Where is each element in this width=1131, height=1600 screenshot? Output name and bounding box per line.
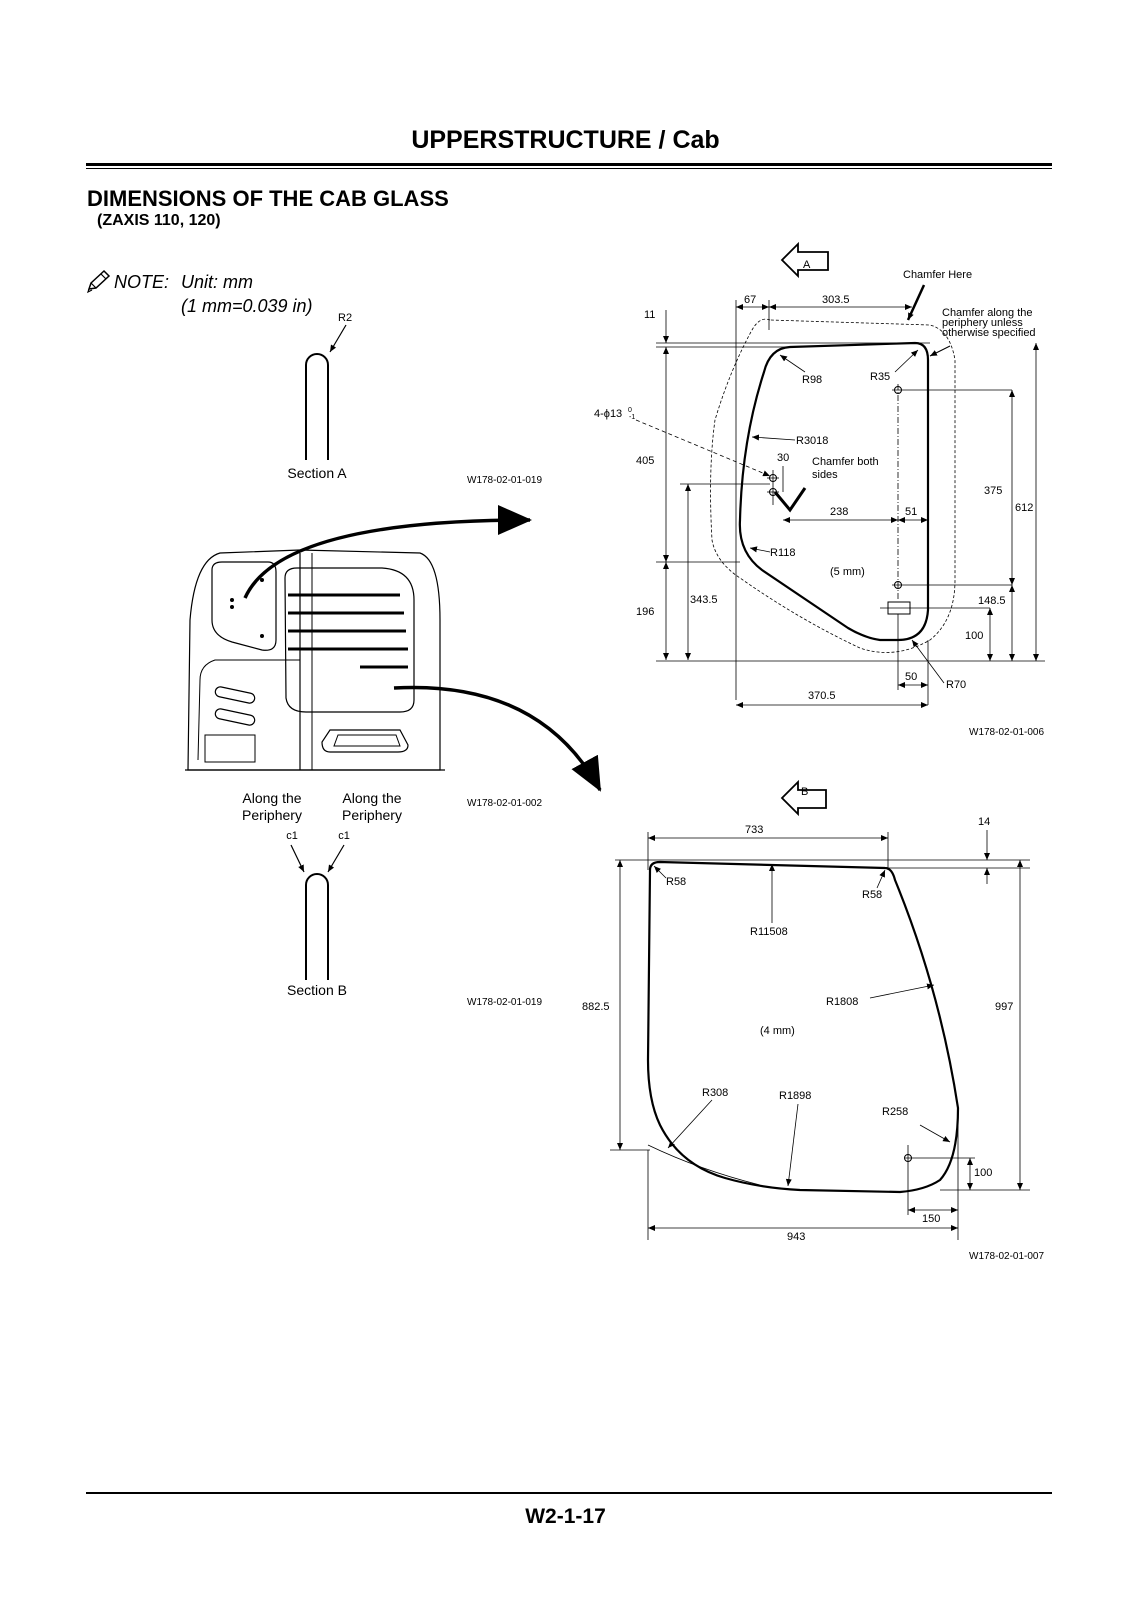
glass-a-code: W178-02-01-006 xyxy=(969,727,1044,738)
page-number: W2-1-17 xyxy=(525,1505,606,1528)
cab-overview-code: W178-02-01-002 xyxy=(467,798,542,809)
glass-a-dim-11: 11 xyxy=(644,309,655,321)
section-a-profile: R2 Section A W178-02-01-019 xyxy=(287,312,542,486)
arrow-to-glass-b xyxy=(393,685,602,792)
chamfer-both-2: sides xyxy=(812,469,838,481)
glass-b-dim-100: 100 xyxy=(974,1167,992,1179)
glass-b-dim-14: 14 xyxy=(978,816,990,828)
glass-b-dim-882-5: 882.5 xyxy=(582,1001,610,1013)
glass-a-dim-148-5: 148.5 xyxy=(978,595,1006,607)
glass-a-r3018: R3018 xyxy=(796,435,828,447)
glass-b-r58-right: R58 xyxy=(862,889,882,901)
periphery-right-line2: Periphery xyxy=(342,807,402,823)
glass-b-r11508: R11508 xyxy=(750,926,788,938)
glass-a-r118: R118 xyxy=(770,547,795,559)
section-b-caption: Section B xyxy=(287,982,347,998)
section-b-c1-left: c1 xyxy=(286,830,298,842)
header-rule-thick xyxy=(86,163,1052,166)
arrow-to-glass-a xyxy=(243,505,532,599)
glass-a-dim-375: 375 xyxy=(984,485,1002,497)
glass-b-r258: R258 xyxy=(882,1106,908,1118)
section-a-code: W178-02-01-019 xyxy=(467,475,542,486)
pencil-icon xyxy=(86,268,114,294)
glass-a-r98: R98 xyxy=(802,374,822,386)
glass-a-dim-30: 30 xyxy=(777,452,789,464)
note-label: NOTE: xyxy=(114,272,170,292)
chamfer-note-3: otherwise specified xyxy=(942,327,1036,339)
chamfer-note-1: Chamfer along the xyxy=(942,307,1033,319)
glass-a-hole-tol-lower: -1 xyxy=(629,414,635,421)
glass-b-thickness: (4 mm) xyxy=(760,1025,795,1037)
section-subtitle: (ZAXIS 110, 120) xyxy=(97,212,221,229)
view-b-arrow-icon xyxy=(780,779,827,817)
view-a-letter: A xyxy=(803,259,811,271)
glass-a-dim-612: 612 xyxy=(1015,502,1033,514)
chamfer-note-2: periphery unless xyxy=(942,317,1023,329)
glass-b-r1808: R1808 xyxy=(826,996,858,1008)
glass-a-view: A Chamfer Here Chamfer along the periphe… xyxy=(594,241,1045,738)
glass-b-dim-997: 997 xyxy=(995,1001,1013,1013)
glass-b-code: W178-02-01-007 xyxy=(969,1251,1044,1262)
glass-a-dim-100: 100 xyxy=(965,630,983,642)
glass-b-r1898: R1898 xyxy=(779,1090,811,1102)
section-a-caption: Section A xyxy=(287,465,347,481)
glass-a-dim-238: 238 xyxy=(830,506,848,518)
glass-b-view: B 733 14 882.5 997 100 150 xyxy=(582,779,1044,1262)
section-b-code: W178-02-01-019 xyxy=(467,997,542,1008)
periphery-right-line1: Along the xyxy=(342,790,401,806)
view-b-letter: B xyxy=(801,786,808,798)
note-unit: Unit: mm xyxy=(181,272,253,292)
glass-a-r35: R35 xyxy=(870,371,890,383)
glass-a-dim-405: 405 xyxy=(636,455,654,467)
chamfer-both-1: Chamfer both xyxy=(812,456,879,468)
glass-a-thickness: (5 mm) xyxy=(830,566,865,578)
section-b-c1-right: c1 xyxy=(338,830,350,842)
glass-b-dim-733: 733 xyxy=(745,824,763,836)
periphery-left-line1: Along the xyxy=(242,790,301,806)
glass-a-hole-label: 4-ϕ13 xyxy=(594,408,622,420)
glass-a-dim-343-5: 343.5 xyxy=(690,594,718,606)
page-title: UPPERSTRUCTURE / Cab xyxy=(411,126,720,154)
header-rule-thin xyxy=(86,168,1052,169)
glass-a-dim-67: 67 xyxy=(744,294,756,306)
glass-b-dim-943: 943 xyxy=(787,1231,805,1243)
glass-a-dim-370-5: 370.5 xyxy=(808,690,836,702)
glass-b-dim-150: 150 xyxy=(922,1213,940,1225)
footer-rule xyxy=(86,1492,1052,1494)
periphery-left-line2: Periphery xyxy=(242,807,302,823)
glass-a-r70: R70 xyxy=(946,679,966,691)
glass-a-dim-303-5: 303.5 xyxy=(822,294,850,306)
glass-a-hole-tol-upper: 0 xyxy=(628,407,632,414)
section-a-radius: R2 xyxy=(338,312,352,324)
glass-a-dim-50: 50 xyxy=(905,671,917,683)
note-conversion: (1 mm=0.039 in) xyxy=(181,296,313,316)
glass-b-r58-left: R58 xyxy=(666,876,686,888)
glass-a-dim-51: 51 xyxy=(905,506,917,518)
chamfer-here-label: Chamfer Here xyxy=(903,269,972,281)
view-a-arrow-icon xyxy=(780,241,829,279)
cab-overview-illustration xyxy=(185,549,445,771)
glass-b-r308: R308 xyxy=(702,1087,728,1099)
section-title: DIMENSIONS OF THE CAB GLASS xyxy=(87,186,449,211)
section-b-profile: c1 c1 Section B W178-02-01-019 xyxy=(286,830,542,1008)
glass-a-dim-196: 196 xyxy=(636,606,654,618)
